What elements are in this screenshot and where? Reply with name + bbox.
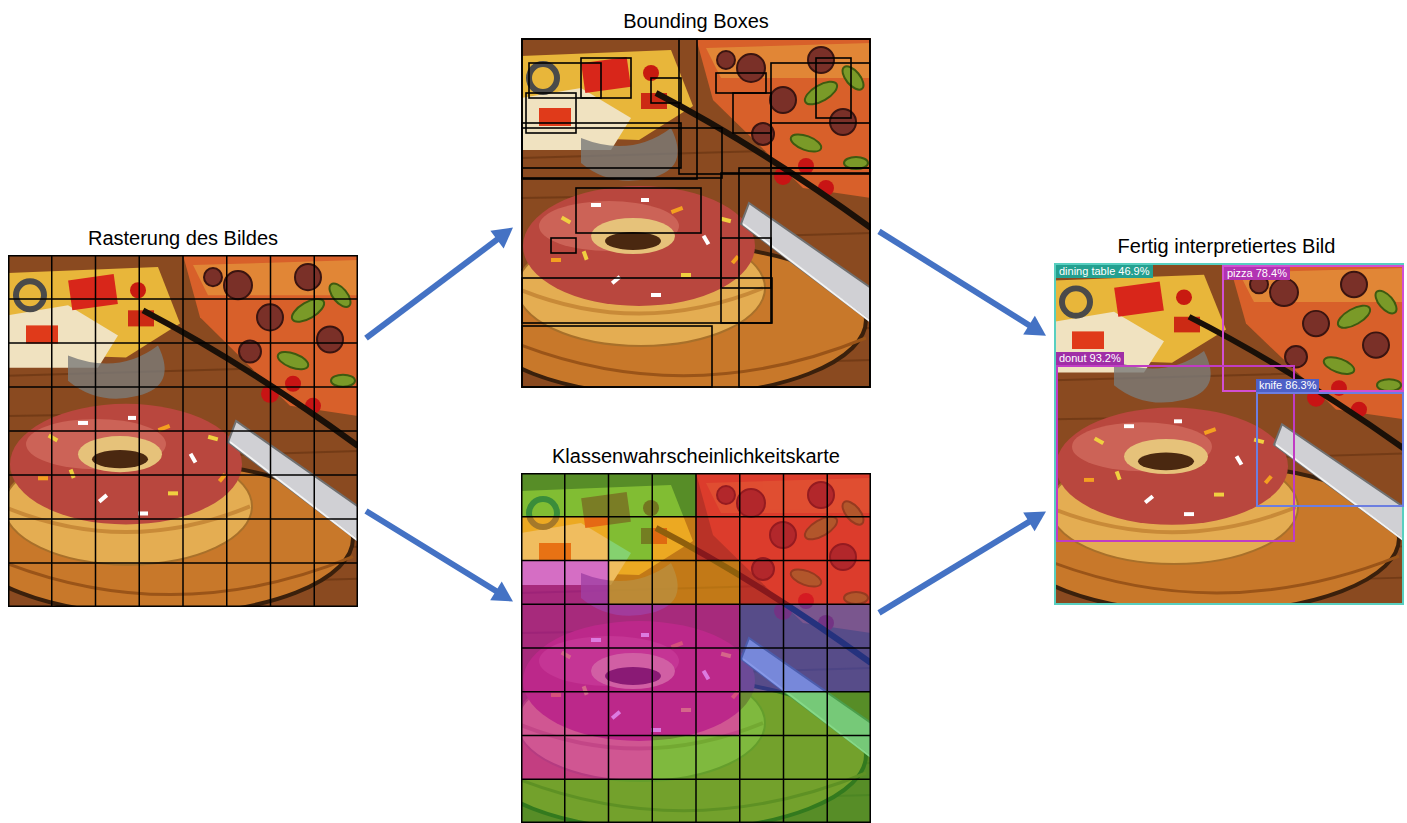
image-panel: Bounding Boxes bbox=[513, 6, 879, 388]
flow-arrow bbox=[879, 231, 1046, 335]
detection-box: knife 86.3% bbox=[1256, 392, 1404, 507]
panel-title: Rasterung des Bildes bbox=[0, 223, 366, 253]
class-map-image bbox=[521, 473, 871, 823]
arrow-head bbox=[490, 582, 513, 602]
arrow-head bbox=[1023, 316, 1046, 336]
panel-title: Fertig interpretiertes Bild bbox=[1046, 231, 1407, 261]
flow-arrow bbox=[366, 228, 513, 339]
arrow-shaft bbox=[879, 521, 1031, 613]
flow-arrow bbox=[366, 511, 513, 601]
panel-title: Bounding Boxes bbox=[513, 6, 879, 36]
arrow-head bbox=[1023, 512, 1046, 532]
detection-box: dining table 46.9% pizza 78.4% donut 93.2%… bbox=[1054, 263, 1404, 605]
arrow-shaft bbox=[366, 238, 499, 338]
result-image bbox=[1054, 263, 1404, 605]
detection-label: dining table 46.9% bbox=[1056, 265, 1153, 278]
image-panel: Fertig interpretiertes Bilddining table … bbox=[1046, 231, 1407, 605]
flow-arrow bbox=[879, 512, 1046, 613]
arrow-shaft bbox=[366, 511, 498, 592]
panel-title: Klassenwahrscheinlichkeitskarte bbox=[513, 441, 879, 471]
image-panel: Rasterung des Bildes bbox=[0, 223, 366, 607]
arrow-head bbox=[490, 228, 513, 249]
arrow-shaft bbox=[879, 231, 1031, 326]
detection-label: donut 93.2% bbox=[1056, 352, 1124, 365]
bounding-box-image bbox=[521, 38, 871, 388]
raster-image bbox=[8, 255, 358, 607]
detection-label: knife 86.3% bbox=[1256, 379, 1319, 392]
image-panel: Klassenwahrscheinlichkeitskarte bbox=[513, 441, 879, 823]
detection-box: pizza 78.4% bbox=[1222, 265, 1404, 392]
detection-label: pizza 78.4% bbox=[1224, 267, 1290, 280]
